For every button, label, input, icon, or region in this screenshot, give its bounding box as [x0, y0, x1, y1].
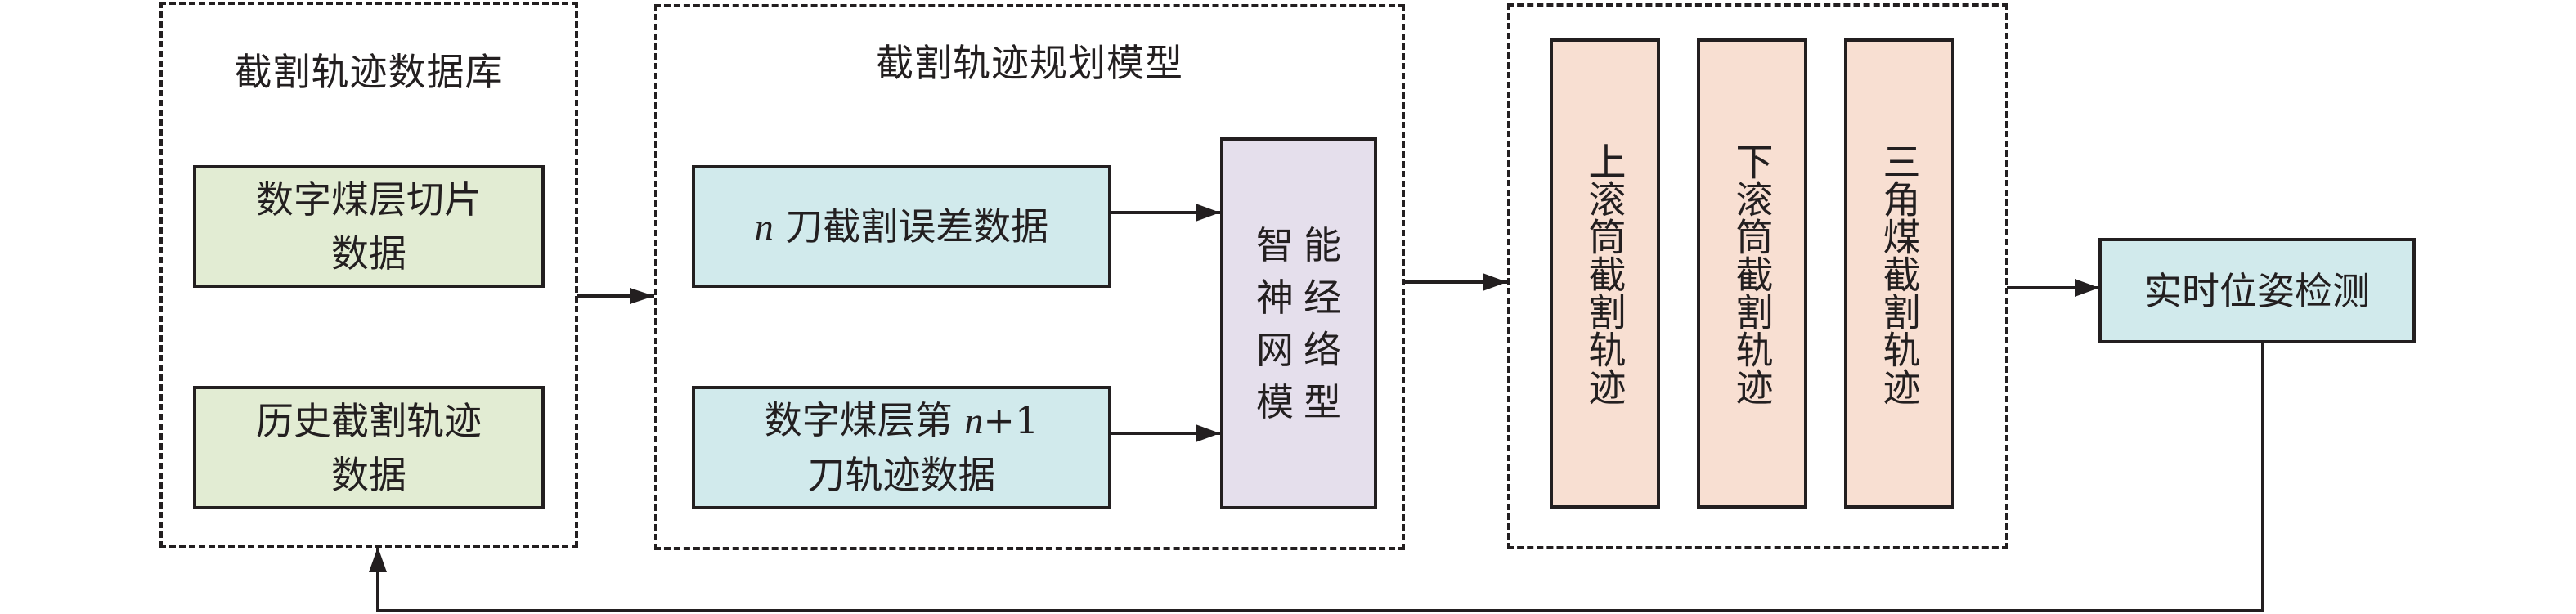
box-realtime-pose-detection: 实时位姿检测	[2098, 238, 2416, 343]
box-label-line: 数据	[331, 231, 406, 276]
box-coal-seam-slice-data: 数字煤层切片 数据	[193, 165, 545, 288]
box-label: 智 能 神 经 网 络 模 型	[1250, 219, 1348, 428]
label-char: 络	[1304, 327, 1341, 372]
box-label-line: 历史截割轨迹	[256, 398, 482, 443]
group-database: 截割轨迹数据库	[159, 2, 578, 548]
label-char: 网	[1256, 327, 1294, 372]
box-neural-network-model: 智 能 神 经 网 络 模 型	[1220, 137, 1377, 509]
box-n-cut-error-data: n 刀截割误差数据	[692, 165, 1111, 288]
box-label: 下滚筒截割轨迹	[1730, 141, 1775, 406]
box-label-text: +1	[983, 398, 1039, 442]
variable-n: n	[964, 400, 984, 441]
group-title: 截割轨迹数据库	[234, 50, 504, 94]
box-label-text: 刀截割误差数据	[773, 204, 1049, 249]
label-char: 型	[1304, 379, 1341, 424]
label-char: 能	[1304, 222, 1341, 267]
box-label-line: 数字煤层第 n+1	[765, 393, 1039, 448]
arrowhead-icon	[1196, 424, 1220, 442]
label-char: 模	[1256, 379, 1294, 424]
box-label-line: 数字煤层切片	[256, 177, 482, 222]
arrowhead-icon	[369, 547, 387, 572]
group-title: 截割轨迹规划模型	[876, 41, 1183, 85]
box-label-text: 数字煤层第	[764, 398, 965, 442]
box-upper-drum-trajectory: 上滚筒截割轨迹	[1550, 38, 1660, 509]
box-label-line: 数据	[331, 452, 406, 497]
arrowhead-icon	[630, 288, 654, 304]
box-next-cut-trajectory-data: 数字煤层第 n+1 刀轨迹数据	[692, 386, 1111, 509]
box-label: 上滚筒截割轨迹	[1582, 141, 1627, 406]
box-label-line: 实时位姿检测	[2144, 268, 2370, 313]
edge-pose-feedback	[376, 343, 2264, 612]
box-label-line: n 刀截割误差数据	[755, 199, 1049, 254]
group-planning-model: 截割轨迹规划模型	[654, 4, 1405, 550]
group-trajectories	[1507, 3, 2008, 549]
box-label: 三角煤截割轨迹	[1877, 141, 1922, 406]
arrowhead-icon	[2075, 279, 2099, 297]
label-char: 经	[1304, 275, 1341, 320]
box-label-line: 刀轨迹数据	[807, 453, 996, 497]
box-triangle-coal-trajectory: 三角煤截割轨迹	[1844, 38, 1954, 509]
arrowhead-icon	[1196, 204, 1220, 222]
label-char: 智	[1256, 222, 1294, 267]
label-char: 神	[1256, 275, 1294, 320]
box-lower-drum-trajectory: 下滚筒截割轨迹	[1697, 38, 1807, 509]
variable-n: n	[754, 205, 774, 248]
box-historical-trajectory-data: 历史截割轨迹 数据	[193, 386, 545, 509]
arrowhead-icon	[1483, 273, 1507, 291]
